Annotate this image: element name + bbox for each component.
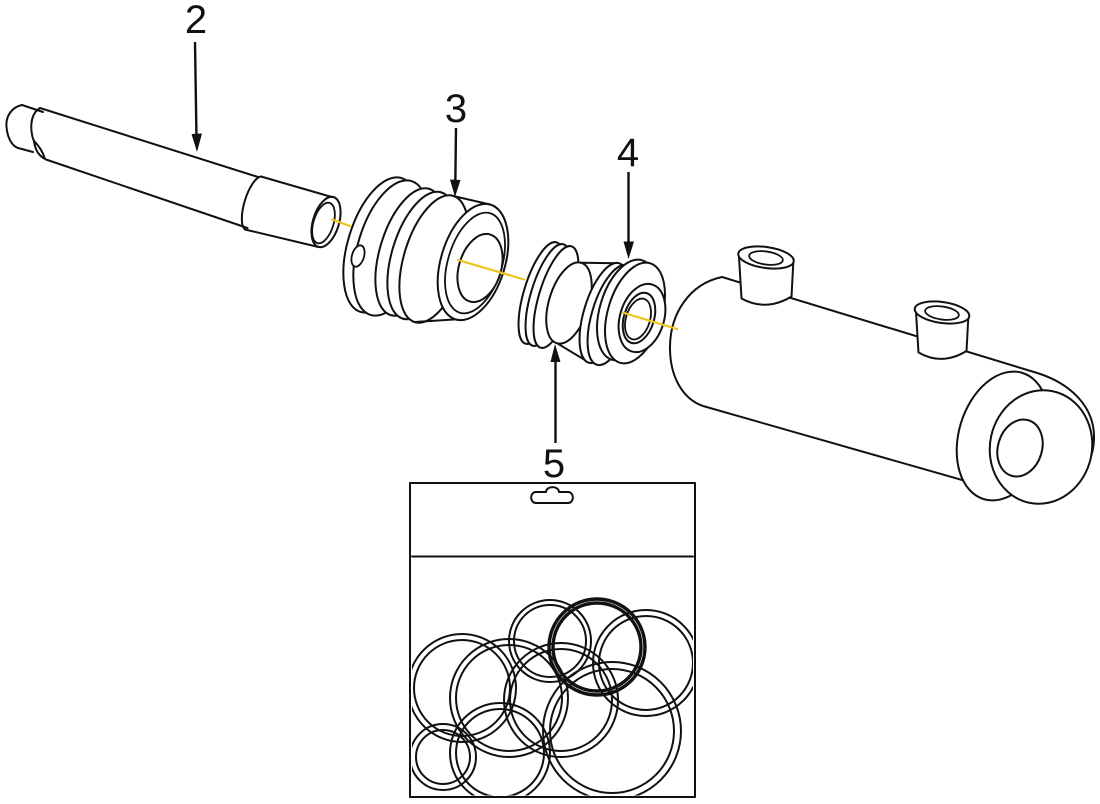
centerline-segment — [621, 311, 679, 331]
piston-rod — [5, 104, 342, 249]
rod-step-arc — [240, 175, 262, 231]
callout-label-2: 2 — [185, 0, 207, 42]
oring — [542, 661, 682, 796]
cylinder-barrel — [668, 245, 1096, 505]
rod-stub-bottom — [17, 147, 34, 153]
rod-tip-top-line — [260, 175, 335, 199]
callout-label-3: 3 — [445, 87, 467, 131]
port-boss-rear-hole — [924, 305, 960, 321]
callout-5: 5 — [543, 344, 565, 486]
callout-3: 3 — [445, 87, 467, 197]
rod-stub-cap — [5, 104, 23, 149]
oring-pile — [412, 597, 693, 796]
rod-tip-face-inner — [311, 201, 336, 245]
gland-bore — [456, 232, 504, 304]
rod-bottom-line — [45, 158, 249, 229]
assembly-centerline — [330, 218, 679, 331]
callout-arrowhead-3 — [450, 179, 461, 197]
oring — [547, 597, 647, 697]
rod-gland-head — [342, 176, 510, 324]
clevis-pin-hole — [996, 418, 1044, 478]
clevis-eye — [955, 370, 1094, 505]
oring — [412, 723, 477, 791]
port-boss-rear — [913, 300, 971, 360]
callout-label-4: 4 — [617, 131, 639, 175]
gland-neck-bottom-line — [413, 318, 457, 323]
callout-arrow-3 — [454, 127, 458, 185]
rod-notch — [33, 140, 47, 161]
port-boss-front-hole — [748, 250, 784, 266]
rod-top-line — [39, 107, 259, 178]
gland-flange-hole — [350, 244, 366, 268]
rod-shoulder-arc — [30, 107, 41, 142]
callout-arrowhead-4 — [623, 241, 634, 259]
callout-arrowhead-2 — [191, 133, 202, 152]
piston-hole-inner — [624, 297, 652, 341]
callout-2: 2 — [185, 0, 207, 152]
port-boss-front — [737, 245, 795, 306]
callout-4: 4 — [617, 131, 639, 259]
oring — [503, 642, 619, 758]
oring — [449, 702, 551, 796]
callout-label-5: 5 — [543, 442, 565, 486]
bag-hang-hole — [530, 486, 574, 504]
seal-kit-bag — [409, 482, 696, 798]
centerline-segment — [456, 258, 526, 281]
callout-arrowhead-5 — [550, 344, 561, 362]
centerline-segment — [330, 218, 352, 228]
oring — [508, 599, 592, 683]
rod-stub-top — [21, 104, 44, 113]
rod-tip-bottom-line — [244, 228, 320, 248]
gland-neck-top-line — [452, 195, 492, 206]
oring — [412, 633, 517, 743]
rod-notch-inner — [33, 140, 46, 159]
callout-arrow-2 — [193, 41, 198, 140]
